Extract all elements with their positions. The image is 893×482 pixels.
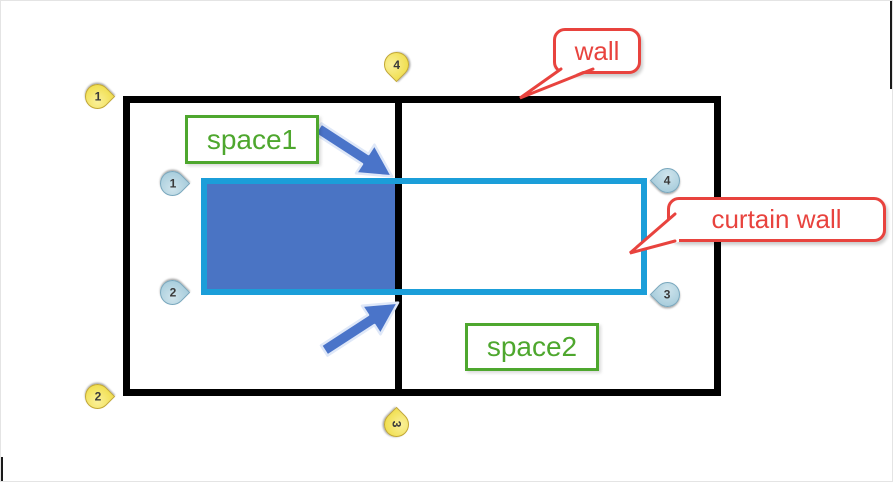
wall-pin-3: 3 [378,406,415,443]
arrow-to-curtain-top-icon [313,122,394,178]
wall-pin-4: 4 [378,46,415,83]
space1-fill [207,184,395,289]
wall-pin-2: 2 [79,378,116,415]
wall-callout-text: wall [574,35,620,66]
edge-artifact-right [890,1,892,89]
curtain-pin-2-label: 2 [169,285,176,300]
curtain-pin-4-label: 4 [664,173,671,188]
wall-pin-4-label: 4 [393,57,400,72]
curtain-wall-callout-text: curtain wall [711,204,842,234]
partition-wall [395,96,402,396]
wall-outline [123,96,721,396]
curtain-wall-outline [201,178,647,295]
curtain-wall-callout: curtain wall [667,197,886,242]
wall-pin-2-label: 2 [94,389,101,404]
wall-pin-1-label: 1 [94,89,101,104]
wall-callout: wall [553,28,641,74]
arrow-to-curtain-bottom-icon [319,301,400,357]
space1-label-text: space1 [206,123,298,155]
curtain-pin-3-label: 3 [664,287,671,302]
space1-label: space1 [185,115,319,164]
wall-pin-3-label: 3 [389,421,404,428]
space2-label: space2 [465,323,599,371]
space2-label-text: space2 [486,331,578,362]
edge-artifact-left-bottom [1,457,3,481]
wall-pin-1: 1 [79,78,116,115]
curtain-pin-1-label: 1 [169,176,176,191]
